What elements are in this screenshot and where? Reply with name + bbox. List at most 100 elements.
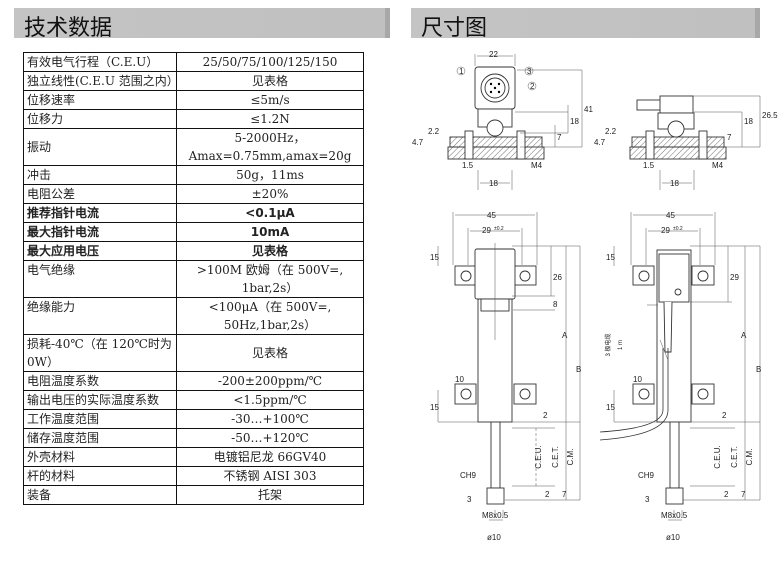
dimension-label: 2 [722, 411, 727, 420]
dimension-label: 7 [727, 133, 732, 142]
dimension-label: 41 [584, 105, 593, 114]
drawing-shape [497, 90, 501, 94]
spec-row: 电阻公差±20% [23, 184, 364, 204]
section-title: 尺寸图 [421, 16, 488, 41]
dimension-label: 8 [553, 300, 558, 309]
dimension-label: 3 [527, 67, 532, 76]
dimension-label: 26.5 [762, 111, 778, 120]
spec-row: 装备托架 [23, 485, 364, 505]
dimension-label: ±0.2 [494, 226, 504, 232]
dimension-label: CH9 [638, 471, 655, 480]
spec-value-line: 10mA [250, 225, 290, 239]
spec-row: 电阻温度系数-200±200ppm/℃ [23, 371, 364, 391]
drawing-shape [447, 146, 545, 160]
spec-value-line: -30…+100℃ [231, 412, 309, 426]
dimension-label: 7 [741, 490, 746, 499]
spec-row: 最大应用电压见表格 [23, 241, 364, 261]
drawing-shape [437, 212, 581, 521]
spec-row: 位移速率≤5m/s [23, 90, 364, 110]
spec-value: <1.5ppm/℃ [176, 390, 364, 410]
dimension-label: 10 [455, 375, 464, 384]
dimension-label: 45 [487, 211, 496, 220]
drawing-shape [486, 487, 505, 505]
dimension-label: 2 [724, 490, 729, 499]
dimension-label: 1 [459, 67, 464, 76]
spec-row: 电气绝缘>100M 欧姆（在 500V=,1bar,2s） [23, 260, 364, 298]
dimension-label: 2.2 [428, 127, 440, 136]
spec-value: 托架 [176, 485, 364, 505]
dimension-label: 1.5 [462, 161, 474, 170]
spec-row: 绝缘能力<100μA（在 500V=,50Hz,1bar,2s） [23, 297, 364, 335]
dimension-label: 7 [562, 490, 567, 499]
dimension-label: 18 [744, 117, 753, 126]
spec-value-line: 见表格 [251, 346, 288, 360]
dimension-label: 3 [467, 495, 472, 504]
dimension-label: 2 [530, 82, 535, 91]
spec-value: -200±200ppm/℃ [176, 371, 364, 391]
drawing-shape [658, 253, 690, 303]
drawing-shape [456, 66, 466, 76]
dimension-label: 2.2 [605, 127, 617, 136]
dimension-label: 3 [645, 495, 650, 504]
dimension-label: C.E.U. [534, 445, 543, 469]
connector-front-view: 22 18 41 7 2.2 4.7 1.5 M4 18 1 3 2 [412, 50, 593, 190]
spec-label: 位移力 [23, 109, 177, 129]
dimension-label: 29 [661, 226, 670, 235]
dimension-label: M8x0.5 [661, 511, 688, 520]
spec-value-line: 25/50/75/100/125/150 [202, 55, 338, 69]
dimension-label: C.E.U. [713, 445, 722, 469]
dimension-label: 26 [553, 273, 562, 282]
drawing-shape [665, 487, 684, 505]
drawing-shape [659, 95, 694, 114]
spec-value-line: <1.5ppm/℃ [233, 393, 307, 407]
spec-value-line: 5-2000Hz， [234, 131, 306, 145]
drawing-shape [464, 130, 474, 160]
spec-value-line: ≤5m/s [250, 93, 290, 107]
drawing-shape [527, 81, 537, 91]
dimension-label: C.M. [745, 449, 754, 466]
drawing-shape [638, 270, 650, 282]
spec-value-line: ±20% [251, 187, 289, 201]
drawing-shape [629, 146, 727, 160]
dimension-label: 15 [606, 253, 615, 262]
dimension-label: 2 [545, 490, 550, 499]
drawing-shape [663, 301, 673, 353]
dimension-label: 15 [430, 253, 439, 262]
drawing-shape [667, 120, 685, 138]
spec-label: 电气绝缘 [23, 260, 177, 298]
drawing-shape [474, 54, 583, 190]
sensor-cable-view: 45 29±0.2 15 15 10 29 A B 2 C.E.U. C.E.T… [599, 211, 761, 542]
dimension-label: 4.7 [412, 138, 424, 147]
spec-value: 不锈钢 AISI 303 [176, 466, 364, 486]
drawing-shape [599, 348, 669, 441]
spec-row: 位移力≤1.2N [23, 109, 364, 129]
drawing-shape [497, 82, 501, 86]
dimension-label: B [576, 365, 581, 374]
dimension-label: 10 [633, 375, 642, 384]
drawing-shape [489, 82, 493, 86]
spec-value: <0.1μA [176, 203, 364, 223]
drawing-shape [669, 421, 680, 489]
spec-value-line: 50Hz,1bar,2s） [223, 318, 317, 332]
dimension-label: 18 [570, 117, 579, 126]
spec-value-line: <100μA（在 500V=, [208, 300, 332, 314]
dimension-label: A [741, 331, 747, 340]
drawing-shape [449, 136, 543, 148]
dimension-label: C.E.T. [730, 446, 739, 468]
spec-value-line: -50…+120℃ [231, 431, 309, 445]
dimension-label: 3 极电缆 [604, 333, 612, 356]
spec-value-line: 50g，11ms [236, 168, 304, 182]
dimension-label: 1.5 [643, 161, 655, 170]
drawing-shape [486, 119, 504, 137]
dimension-label: C.E.T. [551, 446, 560, 468]
spec-value-line: <0.1μA [245, 206, 295, 220]
drawing-shape [519, 388, 531, 400]
drawing-shape [674, 288, 682, 296]
drawing-shape [697, 388, 709, 400]
spec-value-line: 电镀铝尼龙 66GV40 [213, 450, 327, 464]
dimension-label: 15 [430, 403, 439, 412]
drawing-shape [697, 270, 709, 282]
spec-row: 杆的材料不锈钢 AISI 303 [23, 466, 364, 486]
